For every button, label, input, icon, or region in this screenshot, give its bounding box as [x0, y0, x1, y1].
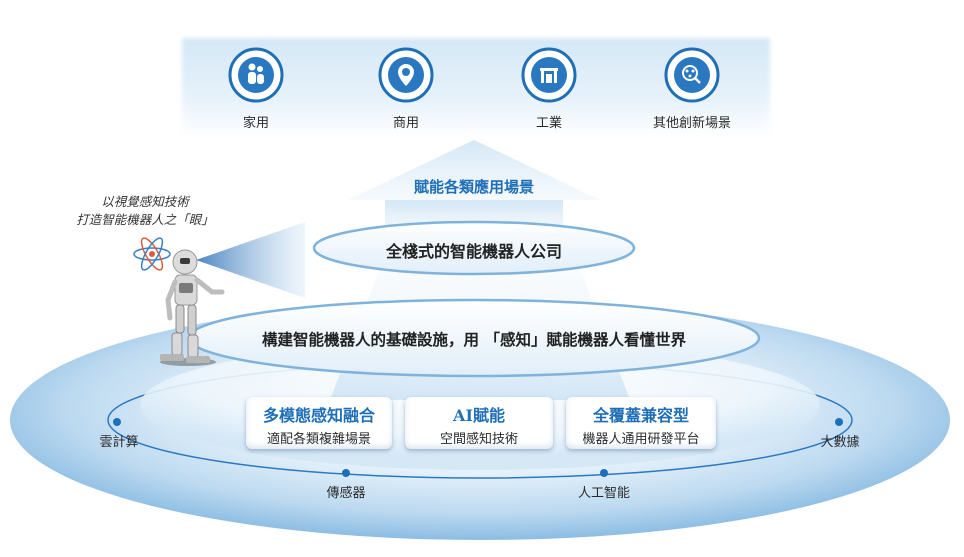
node-dot-bigdata [835, 418, 843, 426]
node-label-sensor: 傳感器 [326, 486, 366, 501]
middle-ellipse-label: 構建智能機器人的基礎設施，用 「感知」賦能機器人看懂世界 [262, 330, 686, 349]
node-label-ai: 人工智能 [577, 486, 631, 501]
scenario-label-other: 其他創新場景 [652, 116, 732, 131]
vision-beam [196, 222, 305, 298]
commerce-pin-icon [377, 46, 435, 104]
innovation-network-icon [663, 46, 721, 104]
caption-line-1: 以視覺感知技術 [101, 194, 189, 209]
card-title: 全覆蓋兼容型 [592, 406, 689, 425]
card-ai: AI賦能 空間感知技術 [405, 397, 553, 449]
top-ellipse-label: 全棧式的智能機器人公司 [385, 242, 563, 261]
family-icon [227, 46, 285, 104]
node-dot-ai [600, 469, 608, 477]
card-subtitle: 適配各類複雜場景 [266, 432, 371, 447]
card-multimodal: 多模態感知融合 適配各類複雜場景 [246, 397, 392, 449]
card-full-coverage: 全覆蓋兼容型 機器人通用研發平台 [566, 397, 716, 449]
node-label-bigdata: 大數據 [820, 435, 860, 450]
scenario-label-industrial: 工業 [535, 116, 563, 131]
card-title: AI賦能 [453, 406, 505, 425]
robot-figure [160, 249, 225, 366]
card-subtitle: 空間感知技術 [439, 432, 518, 447]
factory-icon [520, 46, 578, 104]
card-title: 多模態感知融合 [262, 406, 375, 425]
vision-caption: 以視覺感知技術 打造智能機器人之「眼」 [60, 193, 230, 229]
up-arrow [348, 140, 600, 210]
arrow-label: 賦能各類應用場景 [413, 178, 535, 196]
node-dot-cloud [113, 418, 121, 426]
node-dot-sensor [342, 469, 350, 477]
node-label-cloud: 雲計算 [99, 435, 139, 450]
atom-icon [133, 237, 171, 271]
top-ellipse [312, 220, 636, 276]
caption-line-2: 打造智能機器人之「眼」 [76, 212, 214, 227]
scenario-label-commercial: 商用 [392, 116, 420, 131]
scenario-label-home: 家用 [242, 116, 270, 131]
card-subtitle: 機器人通用研發平台 [582, 432, 700, 447]
